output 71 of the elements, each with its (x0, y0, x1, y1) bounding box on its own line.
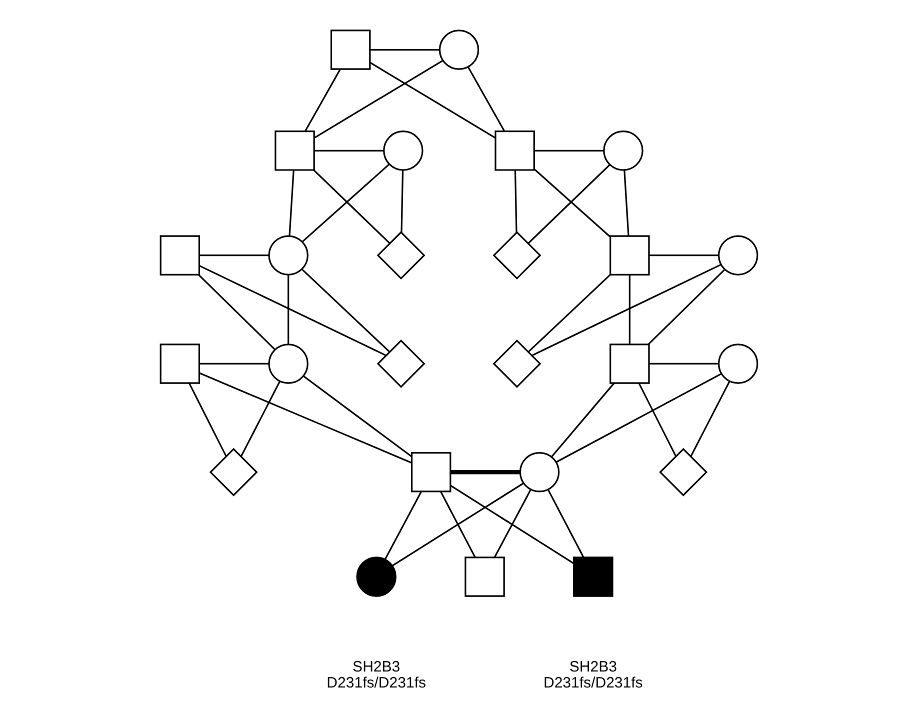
connector (649, 362, 719, 364)
node-diamond (492, 230, 542, 280)
node-box (494, 130, 535, 170)
connector (400, 170, 404, 232)
connector (198, 274, 276, 350)
node-circle (603, 130, 644, 170)
node-circle (268, 343, 308, 384)
connector (288, 170, 294, 236)
node-circle (438, 29, 480, 70)
connector (638, 382, 677, 456)
node-label: D231fs/D231fs (544, 674, 643, 692)
connector (302, 268, 390, 352)
node-circle (383, 130, 424, 170)
connector (199, 254, 269, 256)
node-box (410, 452, 452, 492)
node-circle (268, 234, 308, 275)
connector (690, 380, 730, 456)
connector (370, 48, 440, 50)
node-box (160, 234, 200, 275)
connector (199, 264, 386, 356)
node-diamond (492, 339, 542, 388)
connector (384, 490, 422, 560)
node-circle (718, 343, 758, 384)
connector (547, 488, 584, 558)
node-label: SH2B3 (352, 658, 400, 675)
connector (314, 149, 384, 151)
connector (188, 382, 227, 456)
connector (648, 268, 726, 344)
node-box (610, 343, 650, 384)
node-box (160, 343, 200, 384)
node-diamond (209, 447, 258, 496)
connector (199, 372, 412, 464)
connector (392, 482, 524, 566)
connector (240, 380, 280, 456)
connector (199, 362, 269, 364)
node-diamond (376, 339, 426, 388)
connector (468, 66, 506, 132)
connector (534, 149, 604, 151)
connector (556, 372, 722, 462)
connector (534, 168, 611, 237)
connector (440, 490, 476, 558)
connector (304, 68, 341, 131)
connector (450, 470, 520, 474)
connector (314, 60, 444, 138)
node-circle (718, 234, 758, 275)
connector (288, 274, 290, 344)
node-label: D231fs/D231fs (326, 674, 426, 692)
connector (628, 274, 630, 344)
connector (370, 61, 496, 138)
connector (624, 170, 630, 236)
node-diamond (659, 447, 708, 496)
connector (528, 274, 611, 352)
node-circle (356, 556, 396, 596)
node-diamond (376, 230, 426, 280)
connector (514, 170, 518, 232)
node-box (274, 130, 315, 170)
connector (313, 169, 390, 244)
node-box (573, 556, 614, 596)
connector (528, 164, 610, 244)
node-label: SH2B3 (569, 658, 617, 675)
connector (303, 375, 412, 457)
node-box (464, 556, 505, 596)
connector (550, 382, 615, 457)
node-box (330, 29, 371, 70)
node-circle (519, 452, 560, 492)
node-box (610, 234, 650, 275)
connector (649, 254, 719, 256)
connector (494, 488, 532, 558)
connector (450, 484, 574, 564)
connector (532, 263, 722, 356)
connector (302, 163, 390, 242)
